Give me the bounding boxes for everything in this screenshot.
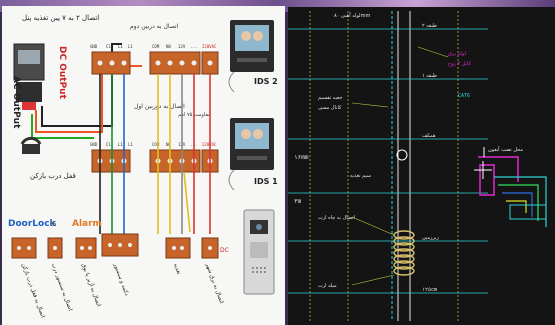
dc-output-label: DC OutPut	[57, 46, 67, 100]
terminal-top-1: C1	[106, 44, 111, 49]
bus-wires	[99, 74, 211, 234]
distribution-panel	[474, 147, 547, 227]
ids2-cable	[228, 71, 235, 93]
wiring-diagram-panel: اتصال ۲ به ۷ پین تغذیه پنل DC OutPut AC …	[2, 6, 285, 325]
caption-5: اتصال به برق شهر	[204, 262, 225, 305]
monitor-ids1	[230, 118, 274, 170]
door-lock-label: قفل درب بازکن	[30, 172, 76, 180]
cad-drawing: لوله آهنی ۸۰mm طبقه ۲ طبقه ۱ همکف زیرزمی…	[288, 11, 547, 321]
earth-coil	[393, 230, 415, 276]
ac-output-label: AC OutPut	[11, 76, 21, 129]
cad-label-14: ۳m	[294, 198, 302, 205]
caption-4: تغذیه	[172, 263, 182, 276]
terminal-bot-0: GND	[90, 142, 98, 147]
terminal-top-0: GND	[90, 44, 98, 49]
terminal-top-3: L1	[128, 44, 133, 49]
bottom-terminals	[11, 233, 219, 259]
tamper-label: S	[52, 220, 57, 228]
cad-label-5: لوله برق	[448, 51, 466, 57]
bus-note-top: اتصال به دربین دوم	[130, 23, 179, 30]
terminal-bot-3: L1	[128, 142, 133, 147]
psu-wire-red	[35, 65, 142, 133]
power-supply	[13, 43, 45, 110]
monitor-ids2	[230, 20, 274, 72]
junction-circle	[396, 149, 408, 161]
caption-1: اتصال به سنسور درب	[50, 263, 73, 313]
terminal-bot-1: C1	[106, 142, 111, 147]
caption-3: دکمه و سنسور	[112, 261, 131, 297]
ids2-label: IDS 2	[254, 77, 278, 86]
doorlock-label: DoorLock	[8, 219, 57, 229]
dc-label: DC	[220, 247, 229, 254]
alarm-label: Alarm	[72, 219, 102, 229]
cad-label-10: محل نصب آیفون	[488, 146, 523, 153]
cad-label-0: لوله آهنی ۸۰mm	[334, 12, 370, 19]
door-station	[243, 209, 275, 295]
terminal-strip-top	[91, 51, 219, 75]
cad-label-11: اتصال به چاه ارت	[318, 215, 355, 221]
cad-label-7: جعبه تقسیم	[318, 95, 343, 101]
door-lock-symbol	[20, 136, 42, 154]
floor-lines	[288, 28, 488, 294]
cad-label-9: سیم تغذیه	[350, 173, 371, 179]
cad-label-3: همکف	[422, 133, 436, 139]
cad-label-12: میله ارت	[318, 283, 337, 289]
cad-label-1: طبقه ۲	[422, 23, 437, 29]
terminal-bot-2: L1	[118, 142, 123, 147]
bus-note-mid: اتصال به دوربین اول	[134, 103, 185, 110]
cad-drawing-panel: لوله آهنی ۸۰mm طبقه ۲ طبقه ۱ همکف زیرزمی…	[288, 7, 555, 325]
caption-2: اتصال به آژیر یا بوق	[80, 262, 102, 308]
cad-label-15: CAT6	[458, 93, 470, 99]
terminal-top-5: N0	[166, 44, 171, 49]
terminal-strip-mid	[91, 149, 219, 173]
cad-label-4: زیرزمین	[422, 235, 440, 241]
leader-lines	[351, 46, 449, 286]
terminal-bot-5: N0	[166, 142, 171, 147]
cad-label-6: کابل ۴ زوج	[448, 61, 472, 67]
wiring-diagram: اتصال ۲ به ۷ پین تغذیه پنل DC OutPut AC …	[8, 14, 278, 319]
terminal-top-4: COM	[152, 44, 160, 49]
vertical-conduit	[391, 11, 411, 321]
guide-lines	[309, 11, 459, 321]
cad-label-8: کانال مسی	[318, 105, 342, 111]
terminal-top-8: 220VAC	[202, 44, 217, 49]
ids1-label: IDS 1	[254, 177, 278, 186]
top-note: اتصال ۲ به ۷ پین تغذیه پنل	[22, 14, 99, 22]
cad-label-2: طبقه ۱	[422, 73, 437, 79]
terminal-top-7: ...	[190, 44, 197, 49]
terminal-bot-4: COM	[152, 142, 160, 147]
terminal-top-6: 12V	[178, 44, 186, 49]
caption-0: اتصال به قفل درب بازکن	[20, 262, 46, 319]
terminal-top-2: L1	[118, 44, 123, 49]
cad-label-13: ۱۶mm	[294, 154, 309, 161]
ids1-cable	[228, 169, 235, 191]
cad-label-16: ۱۲۵cm	[422, 287, 437, 293]
